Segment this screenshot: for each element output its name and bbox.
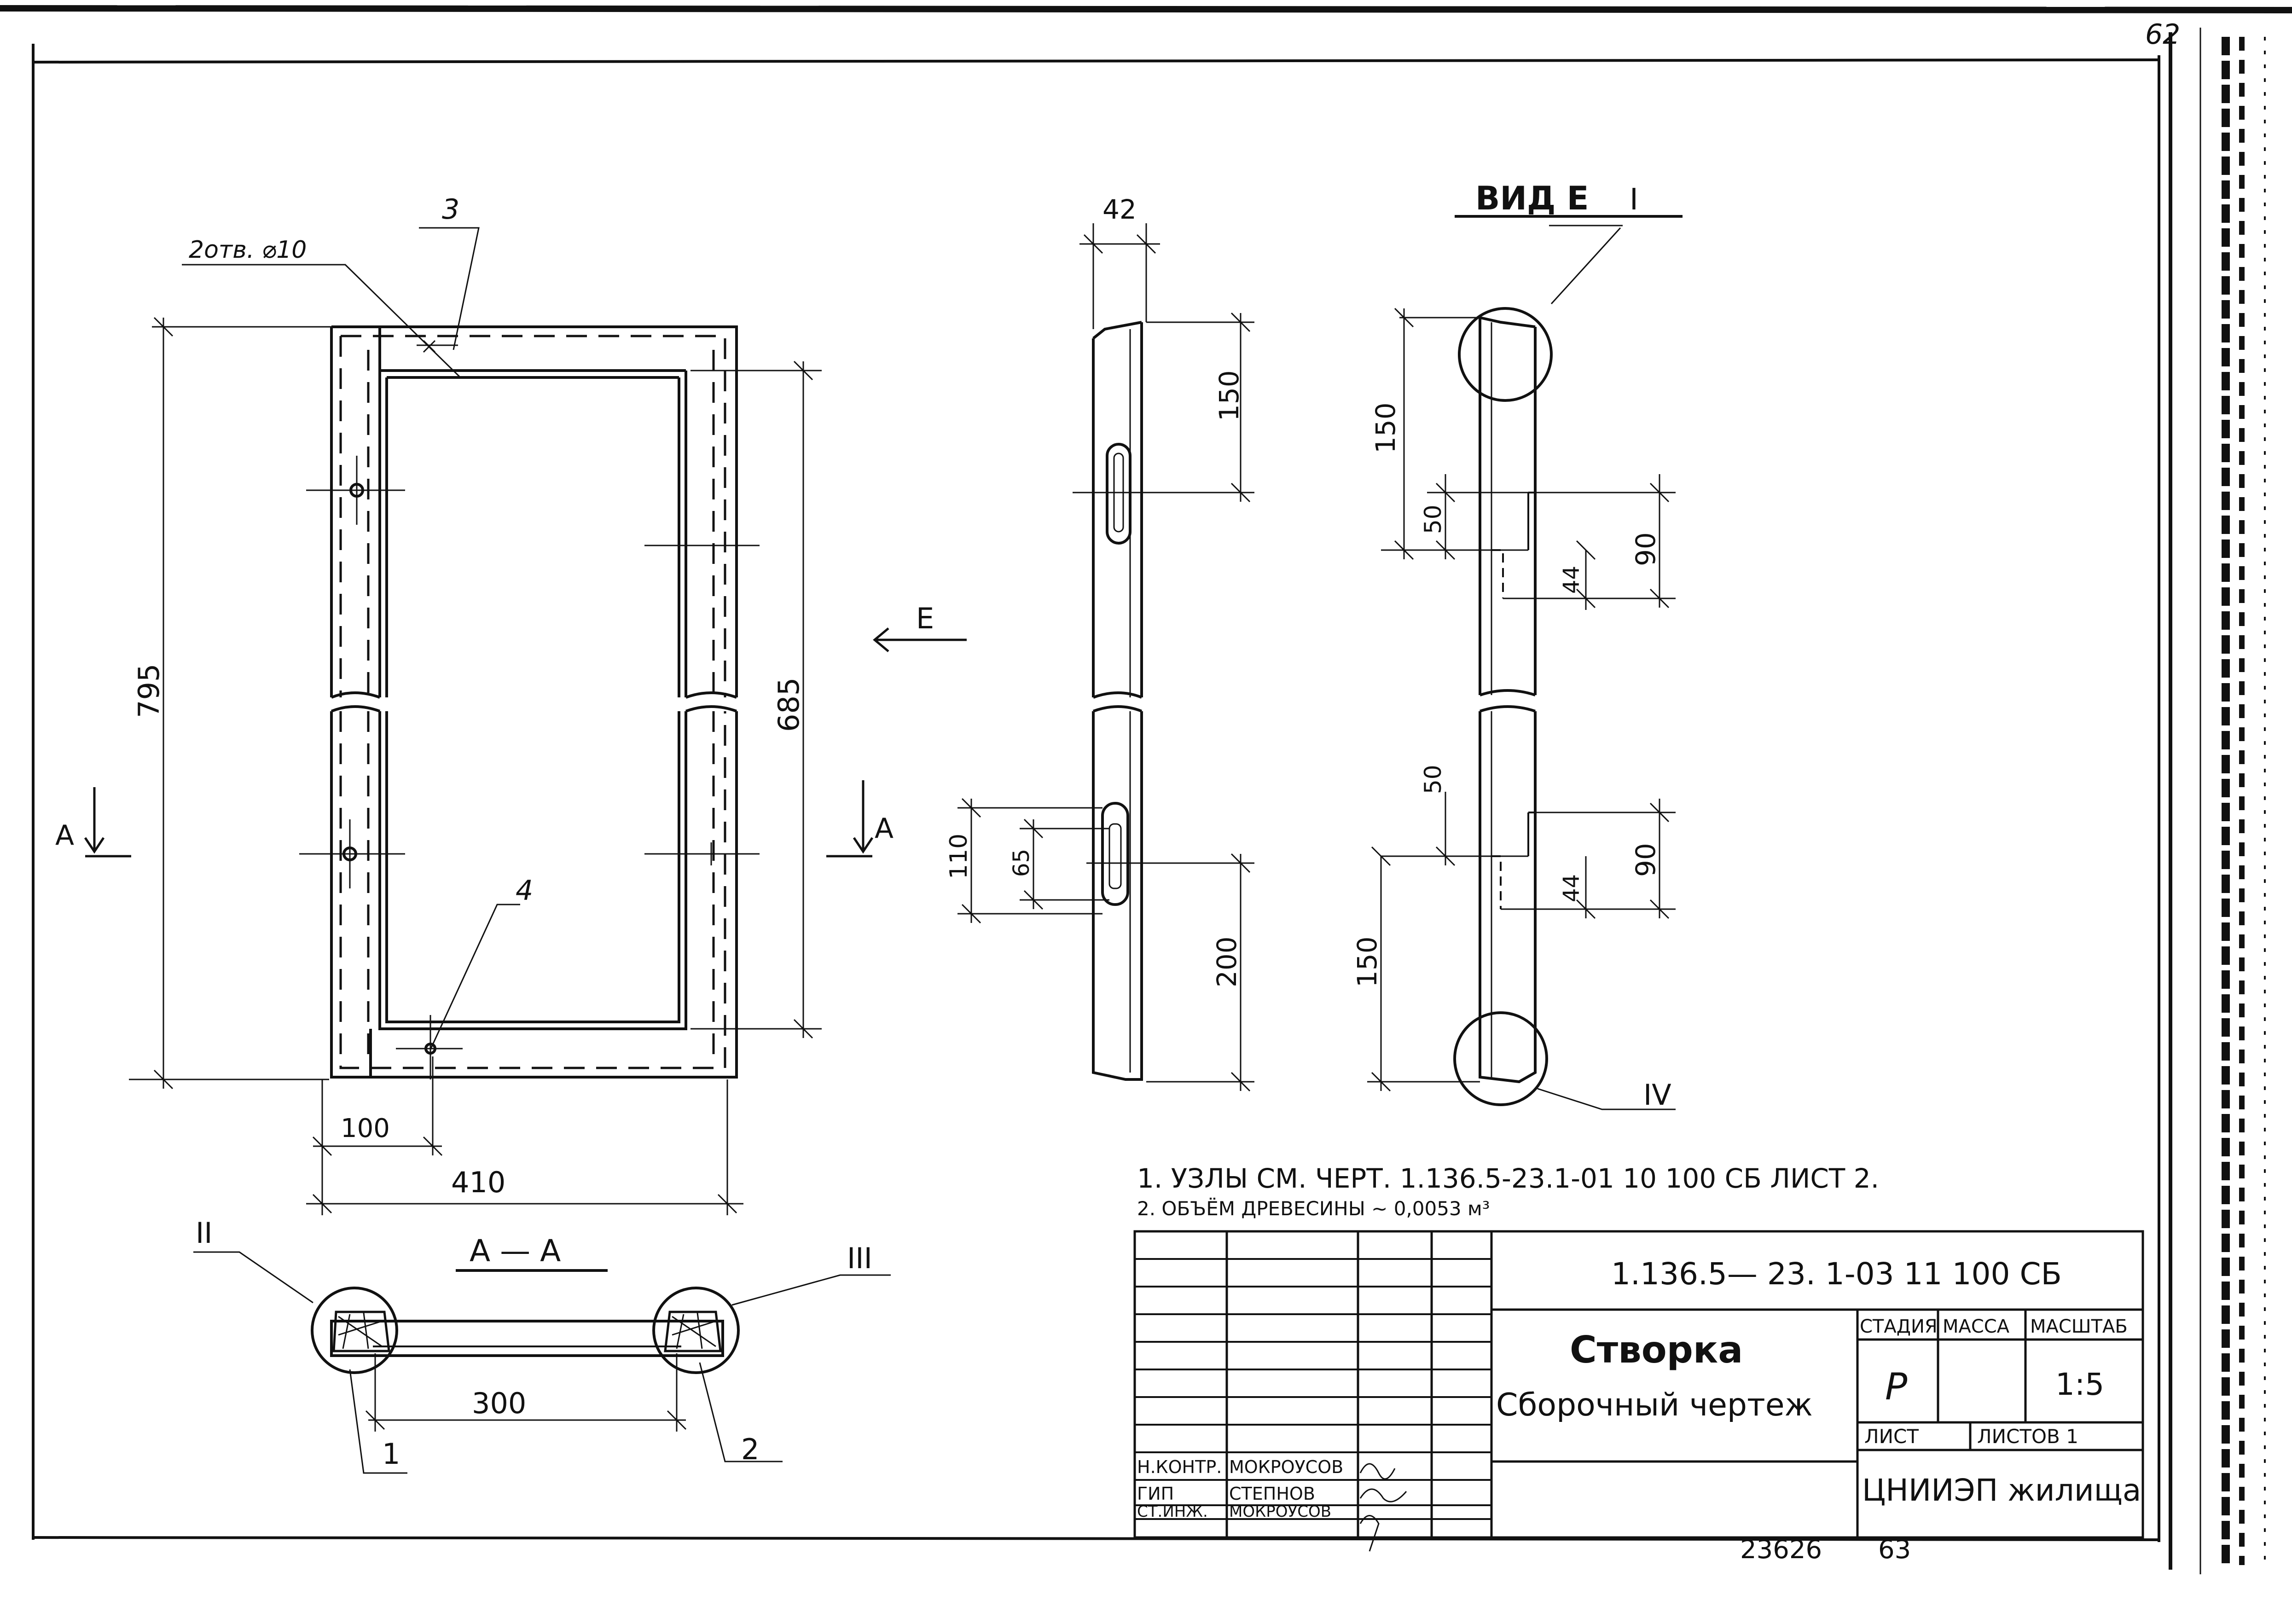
view-arrow-label: Е — [916, 602, 934, 635]
dim-150-view-top: 150 — [1370, 402, 1401, 453]
dim-795: 795 — [132, 664, 166, 718]
section-mark-left: A — [55, 819, 74, 852]
sheets-label: ЛИСТОВ 1 — [1977, 1425, 2078, 1448]
dim-44-view-top: 44 — [1559, 566, 1584, 594]
dim-110: 110 — [945, 834, 973, 879]
page-number-top: 62 — [2145, 18, 2180, 51]
section-aa-title: А — А — [470, 1233, 561, 1269]
side-view — [1092, 321, 1143, 1081]
name-2: СТЕПНОВ — [1229, 1484, 1315, 1504]
stage-value: Р — [1885, 1365, 1908, 1408]
dim-50-view-top: 50 — [1420, 505, 1446, 534]
dim-42: 42 — [1102, 194, 1137, 225]
callout-3: 3 — [442, 193, 459, 226]
role-2: ГИП — [1137, 1484, 1174, 1504]
dim-100: 100 — [341, 1114, 390, 1143]
mass-header: МАССА — [1943, 1316, 2010, 1337]
archive-number: 23626 — [1740, 1535, 1822, 1565]
section-aa — [311, 1269, 740, 1374]
title-block — [1133, 1230, 2144, 1552]
organization: ЦНИИЭП жилища — [1862, 1473, 2141, 1508]
page-number-bottom: 63 — [1878, 1535, 1911, 1565]
dim-90-view-bottom: 90 — [1630, 843, 1661, 877]
sheet-frame — [0, 5, 2292, 1574]
callout-IV: IV — [1643, 1078, 1671, 1112]
dim-50-view-bottom: 50 — [1420, 765, 1446, 794]
front-view — [299, 325, 760, 1079]
dim-90-view-top: 90 — [1630, 532, 1661, 566]
dim-65: 65 — [1009, 849, 1034, 877]
note-2: 2. ОБЪЁМ ДРЕВЕСИНЫ ~ 0,0053 м³ — [1137, 1197, 1490, 1220]
name-3: МОКРОУСОВ — [1229, 1502, 1331, 1521]
product-name: Створка — [1570, 1328, 1743, 1371]
role-1: Н.КОНТР. — [1137, 1457, 1222, 1477]
callout-III: III — [847, 1241, 872, 1275]
view-e-dimensions — [1367, 215, 1683, 1110]
section-aa-dimensions — [193, 1251, 891, 1474]
name-1: МОКРОУСОВ — [1229, 1457, 1343, 1477]
view-e — [1453, 307, 1553, 1106]
dim-150-side: 150 — [1213, 370, 1245, 421]
role-3: СТ.ИНЖ. — [1137, 1502, 1208, 1521]
sheet-label: ЛИСТ — [1864, 1425, 1919, 1448]
drawing-type: Сборочный чертеж — [1496, 1387, 1813, 1423]
callout-2: 2 — [741, 1433, 759, 1466]
dim-200: 200 — [1211, 936, 1242, 987]
callout-4: 4 — [516, 875, 533, 907]
callout-II: II — [196, 1216, 213, 1250]
callout-1: 1 — [382, 1437, 400, 1471]
view-e-title: ВИД Е — [1475, 180, 1589, 217]
side-view-dimensions — [873, 223, 1254, 1092]
dim-685: 685 — [772, 678, 806, 732]
hole-label: 2отв. ⌀10 — [189, 236, 307, 264]
designation: 1.136.5— 23. 1-03 11 100 СБ — [1611, 1256, 2062, 1292]
stage-header: СТАДИЯ — [1860, 1316, 1938, 1337]
dim-44-view-bottom: 44 — [1559, 874, 1584, 902]
front-view-dimensions — [84, 227, 874, 1215]
dim-300: 300 — [472, 1386, 526, 1420]
scale-header: МАСШТАБ — [2030, 1316, 2128, 1337]
section-mark-right: A — [875, 812, 894, 845]
note-1: 1. УЗЛЫ СМ. ЧЕРТ. 1.136.5-23.1-01 10 100… — [1137, 1163, 1879, 1194]
dim-410: 410 — [451, 1166, 505, 1199]
dim-150-view-bottom: 150 — [1352, 936, 1383, 987]
callout-I: I — [1630, 183, 1638, 217]
scale-value: 1:5 — [2055, 1367, 2104, 1402]
